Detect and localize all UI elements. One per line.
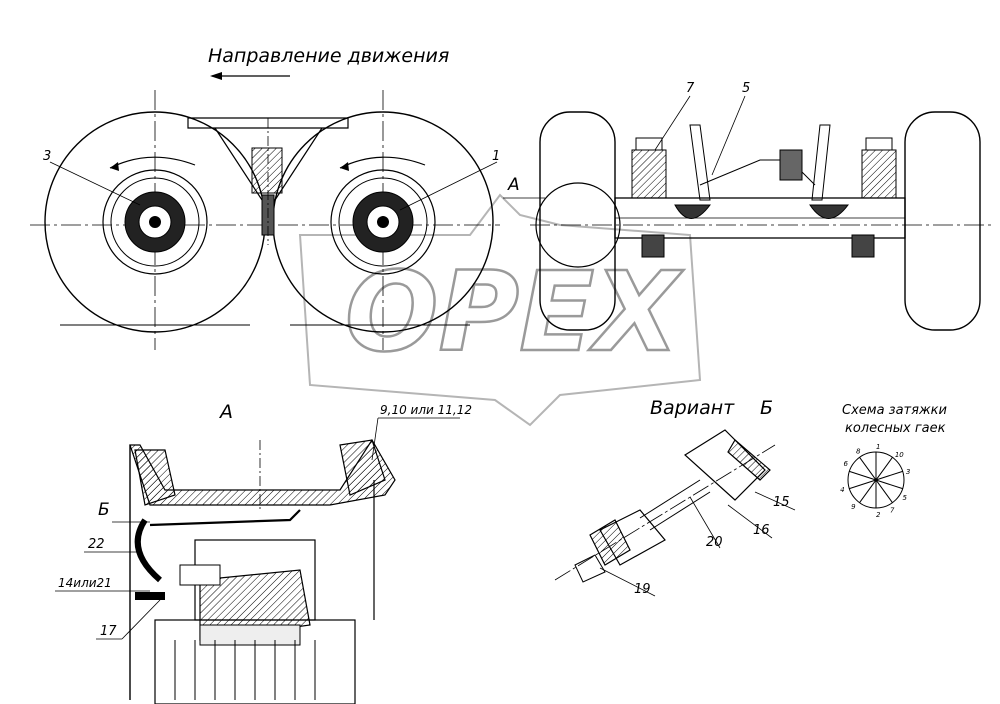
tightening-scheme: Схема затяжки колесных гаек 1 2 3 4 5 6 7 8 9 10 <box>840 403 947 519</box>
wheel-rear-right <box>272 111 494 333</box>
view-b-label: Б <box>98 500 110 520</box>
callout-14-21: 14или21 <box>58 576 112 590</box>
leader-1 <box>399 161 498 211</box>
view-a-label: А <box>218 401 233 423</box>
callout-20: 20 <box>706 535 723 550</box>
scheme-number: 3 <box>906 468 910 476</box>
scheme-number: 7 <box>890 506 895 514</box>
rear-view: 7 5 A <box>503 81 995 331</box>
scheme-number: 10 <box>895 451 904 459</box>
direction-arrow <box>210 72 290 80</box>
variant-label: Вариант <box>650 397 735 419</box>
scheme-number: 1 <box>876 443 880 451</box>
direction-title: Направление движения <box>208 45 449 67</box>
scheme-number: 6 <box>844 460 849 468</box>
scheme-number: 2 <box>876 511 881 519</box>
variant-letter: Б <box>760 397 773 419</box>
watermark: OPEX <box>298 193 702 427</box>
suspension-bracket <box>187 117 349 245</box>
scheme-number: 9 <box>851 503 856 511</box>
callout-a: A <box>507 175 520 195</box>
callout-5: 5 <box>742 81 750 96</box>
section-view-a: А 9,10 или 11,12 Б 22 14или21 17 <box>55 401 472 704</box>
leader-5 <box>711 95 746 176</box>
scheme-number: 4 <box>840 486 844 494</box>
center-frame <box>641 124 875 258</box>
callout-17: 17 <box>100 624 117 639</box>
scheme-title-2: колесных гаек <box>845 421 946 436</box>
callout-7: 7 <box>686 81 695 96</box>
scheme-numbers: 1 2 3 4 5 6 7 8 9 10 <box>840 443 910 519</box>
leader-7 <box>654 95 691 151</box>
callout-3: 3 <box>43 149 51 164</box>
spring-left <box>631 137 667 199</box>
callout-1: 1 <box>492 149 500 164</box>
scheme-rays <box>849 452 903 508</box>
variant-b-view: Вариант Б 15 16 20 19 <box>554 397 796 597</box>
callout-15: 15 <box>773 495 790 510</box>
watermark-text: OPEX <box>345 248 684 376</box>
scheme-number: 8 <box>856 448 861 456</box>
scheme-number: 5 <box>902 494 907 502</box>
callout-9-12: 9,10 или 11,12 <box>380 403 472 417</box>
side-view: 3 1 <box>30 90 500 350</box>
spring-right <box>861 137 897 199</box>
scheme-title-1: Схема затяжки <box>842 403 947 418</box>
scheme-ray <box>859 457 893 503</box>
wheel-rear-left <box>44 111 266 333</box>
callout-22: 22 <box>88 537 105 552</box>
leader-3 <box>49 161 141 206</box>
